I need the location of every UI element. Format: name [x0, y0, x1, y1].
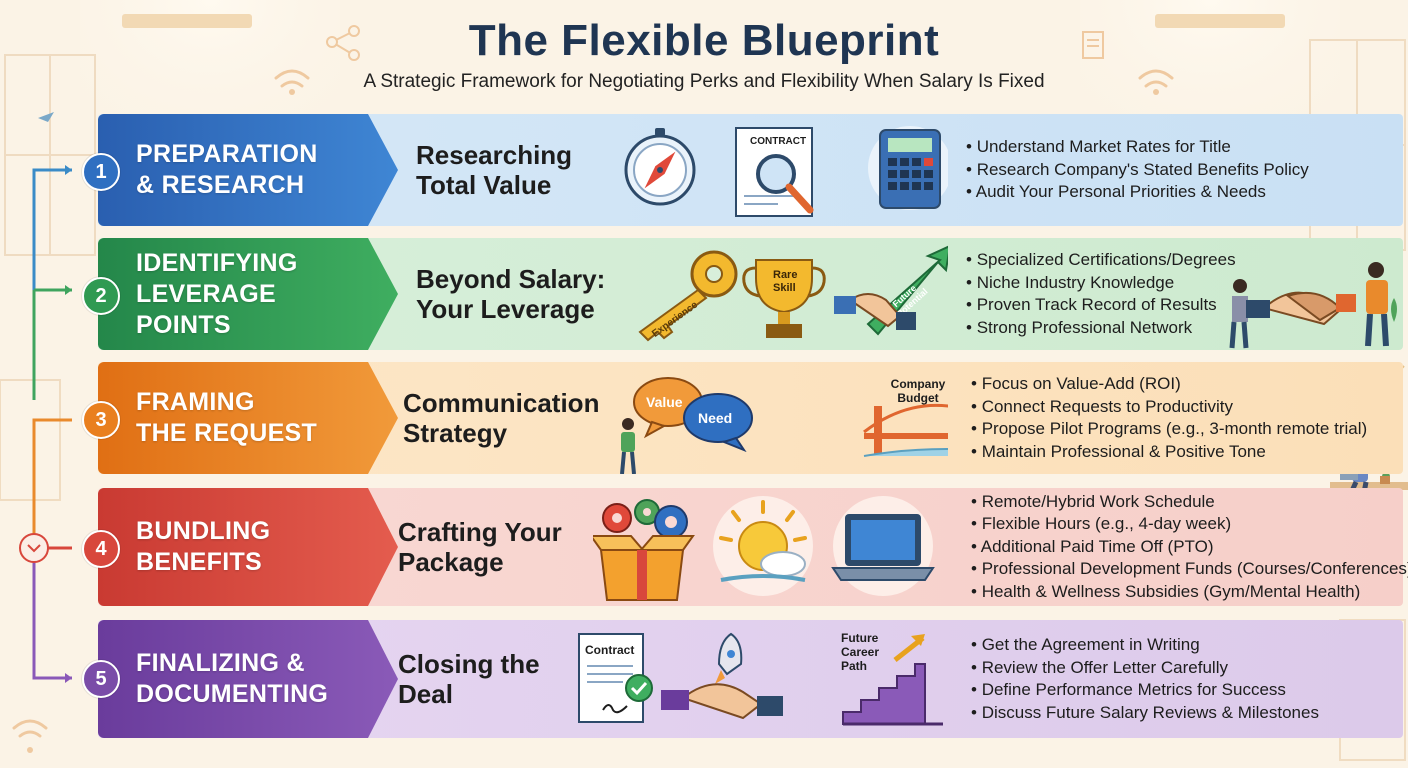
stage-title: IDENTIFYING LEVERAGE POINTS: [136, 248, 298, 339]
gear-box-icon: [593, 499, 695, 601]
stage-chevron: [98, 620, 398, 738]
stage-bullets: Specialized Certifications/Degrees Niche…: [966, 238, 1236, 350]
stage-row-5: FINALIZING & DOCUMENTING Closing the Dea…: [98, 620, 1403, 738]
stage-heading: Beyond Salary: Your Leverage: [416, 264, 606, 324]
key-icon: Experience: [638, 250, 738, 342]
illustration-label: CONTRACT: [750, 136, 806, 147]
list-item: Define Performance Metrics for Success: [971, 679, 1319, 702]
stage-row-3: FRAMING THE REQUEST Communication Strate…: [98, 362, 1403, 474]
signed-contract-icon: Contract: [578, 633, 653, 723]
list-item: Health & Wellness Subsidies (Gym/Mental …: [971, 581, 1408, 604]
step-number-4: 4: [82, 530, 120, 568]
stage-title: BUNDLING BENEFITS: [136, 517, 271, 576]
stage-row-1: PREPARATION & RESEARCH Researching Total…: [98, 114, 1403, 226]
stage-illustration: [593, 496, 935, 601]
contract-magnifier-icon: CONTRACT: [735, 127, 814, 217]
stage-illustration: Value Need Company Budget: [620, 377, 948, 474]
calculator-icon: [868, 126, 948, 210]
page-title: The Flexible Blueprint: [468, 16, 940, 65]
list-item: Remote/Hybrid Work Schedule: [971, 491, 1408, 514]
list-item: Review the Offer Letter Carefully: [971, 657, 1319, 680]
rocket-handshake-icon: [661, 632, 783, 720]
stage-bullets: Remote/Hybrid Work Schedule Flexible Hou…: [971, 488, 1408, 606]
stage-chevron: [98, 488, 398, 606]
illustration-label: Path: [841, 659, 867, 673]
list-item: Niche Industry Knowledge: [966, 272, 1236, 295]
illustration-label: Skill: [773, 282, 796, 294]
stage-bullets: Understand Market Rates for Title Resear…: [966, 114, 1309, 226]
stage-chevron: [98, 238, 398, 350]
sun-icon: [713, 496, 813, 596]
list-item: Understand Market Rates for Title: [966, 136, 1309, 159]
stage-row-4: BUNDLING BENEFITS Crafting Your Package: [98, 488, 1408, 606]
illustration-label: Contract: [585, 643, 634, 657]
stage-title: FINALIZING & DOCUMENTING: [136, 649, 329, 708]
stage-illustration: CONTRACT: [624, 126, 948, 217]
stage-connector: [19, 165, 72, 683]
illustration-label: Value: [646, 394, 683, 410]
list-item: Get the Agreement in Writing: [971, 634, 1319, 657]
list-item: Proven Track Record of Results: [966, 294, 1236, 317]
laptop-icon: [831, 496, 935, 596]
illustration-label: Future: [841, 631, 879, 645]
trophy-icon: Rare Skill: [742, 259, 826, 338]
step-number-3: 3: [82, 401, 120, 439]
stage-chevron: [98, 114, 398, 226]
list-item: Maintain Professional & Positive Tone: [971, 441, 1367, 464]
stage-title: FRAMING THE REQUEST: [136, 388, 318, 447]
stage-heading: Closing the Deal: [398, 649, 540, 709]
illustration-label: Company: [891, 377, 946, 391]
list-item: Professional Development Funds (Courses/…: [971, 558, 1408, 581]
speech-bubbles-icon: Value Need: [633, 377, 753, 453]
illustration-label: Rare: [773, 269, 797, 281]
stage-bullets: Focus on Value-Add (ROI) Connect Request…: [971, 362, 1367, 474]
page-subtitle: A Strategic Framework for Negotiating Pe…: [363, 71, 1045, 92]
illustration-label: Need: [698, 410, 732, 426]
illustration-label: Career: [841, 645, 879, 659]
stage-title: PREPARATION & RESEARCH: [136, 140, 318, 199]
step-number-5: 5: [82, 660, 120, 698]
list-item: Strong Professional Network: [966, 317, 1236, 340]
list-item: Flexible Hours (e.g., 4-day week): [971, 513, 1408, 536]
list-item: Discuss Future Salary Reviews & Mileston…: [971, 702, 1319, 725]
stage-chevron: [98, 362, 398, 474]
illustration-label: Budget: [897, 391, 938, 405]
stage-heading: Crafting Your Package: [398, 517, 562, 577]
list-item: Propose Pilot Programs (e.g., 3-month re…: [971, 418, 1367, 441]
stage-row-2: IDENTIFYING LEVERAGE POINTS Beyond Salar…: [98, 238, 1403, 350]
stage-illustration: Contract Future Career Path: [578, 631, 943, 726]
bridge-icon: Company Budget: [863, 377, 948, 457]
list-item: Research Company's Stated Benefits Polic…: [966, 159, 1309, 182]
compass-icon: [624, 128, 696, 206]
stage-bullets: Get the Agreement in Writing Review the …: [971, 620, 1319, 738]
stairs-icon: Future Career Path: [841, 631, 943, 726]
stage-heading: Researching Total Value: [416, 140, 573, 200]
stage-heading: Communication Strategy: [403, 388, 600, 448]
list-item: Focus on Value-Add (ROI): [971, 373, 1367, 396]
stage-illustration: Experience Rare Skill Future Potential: [638, 245, 948, 342]
step-number-2: 2: [82, 277, 120, 315]
list-item: Additional Paid Time Off (PTO): [971, 536, 1408, 559]
list-item: Specialized Certifications/Degrees: [966, 249, 1236, 272]
list-item: Connect Requests to Productivity: [971, 396, 1367, 419]
step-number-1: 1: [82, 153, 120, 191]
list-item: Audit Your Personal Priorities & Needs: [966, 181, 1309, 204]
handshake-arrow-icon: Future Potential: [834, 245, 948, 336]
people-handshake-icon: [1229, 262, 1397, 349]
